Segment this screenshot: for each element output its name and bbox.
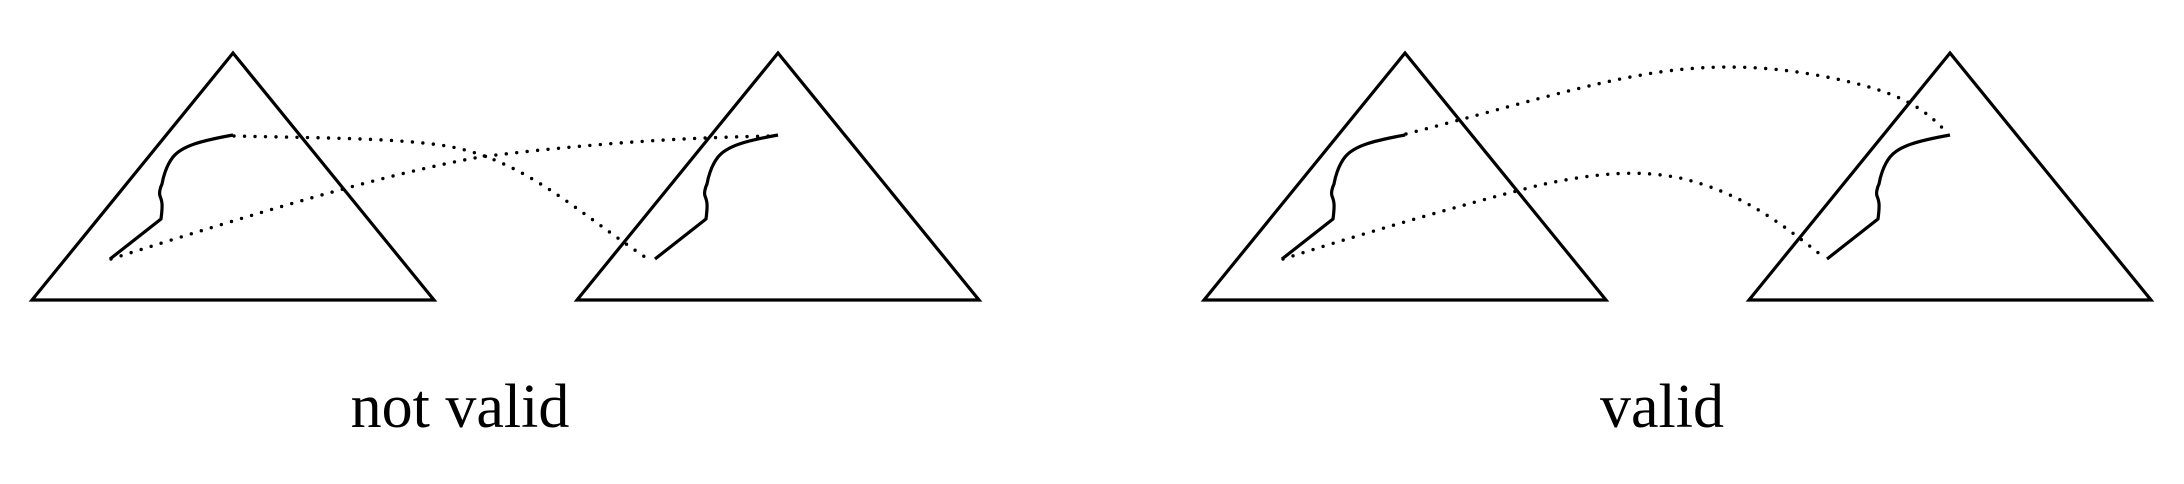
left-tree	[28, 50, 438, 302]
panel-not-valid: not valid	[28, 50, 983, 441]
right-tree-path	[654, 133, 779, 261]
crossing-link-top	[232, 134, 647, 259]
left-tree-valid	[1200, 50, 1610, 302]
nested-link-outer	[1404, 65, 1950, 136]
crossing-link-bottom	[109, 134, 779, 261]
left-tree-path	[109, 133, 234, 261]
right-tree-valid	[1745, 50, 2155, 302]
left-tree-triangle	[28, 50, 438, 302]
right-tree	[573, 50, 983, 302]
right-tree-path-valid	[1826, 133, 1951, 261]
right-tree-triangle	[573, 50, 983, 302]
caption-not-valid: not valid	[351, 373, 570, 441]
right-tree-triangle-valid	[1745, 50, 2155, 302]
left-tree-triangle-valid	[1200, 50, 1610, 302]
caption-valid: valid	[1600, 373, 1724, 441]
panel-valid: valid	[1200, 50, 2155, 441]
left-tree-path-valid	[1281, 133, 1406, 261]
nested-link-inner	[1281, 171, 1828, 261]
